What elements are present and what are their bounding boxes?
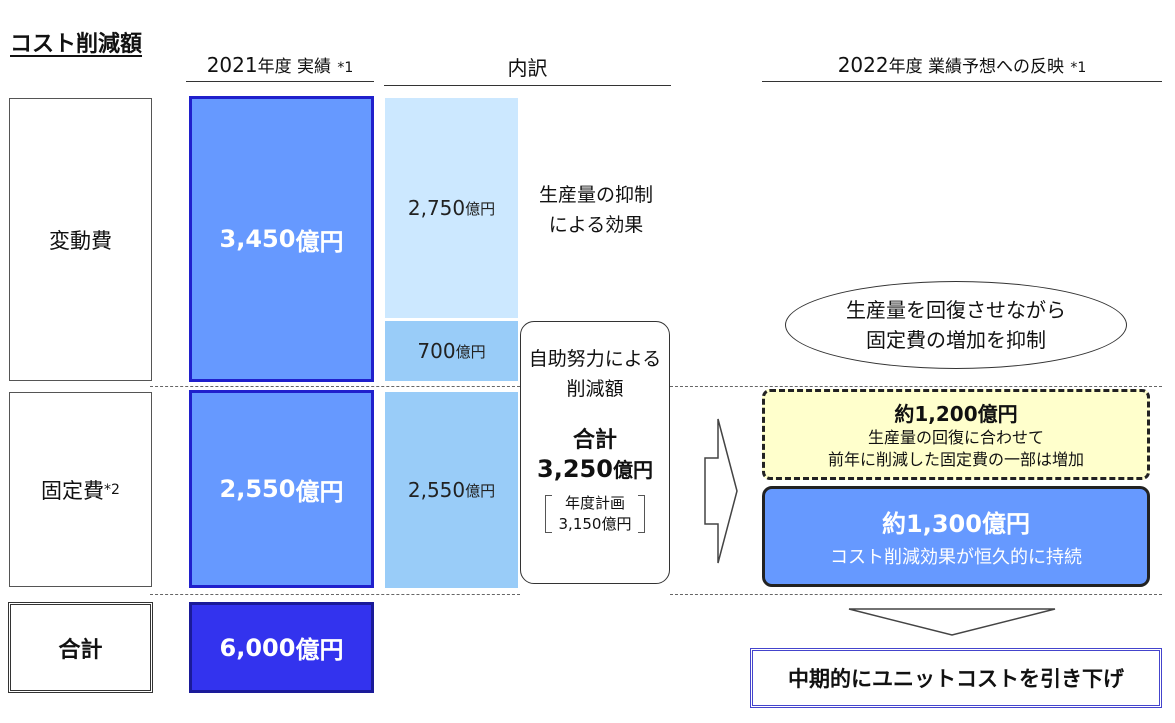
bar-variable-value: 3,450 <box>219 225 296 253</box>
header-actual-note: *1 <box>337 60 354 76</box>
permanent-value: 約1,300億円 <box>882 510 1030 538</box>
annual-plan-value: 3,150億円 <box>558 515 632 533</box>
bar-variable-unit: 億円 <box>295 227 344 256</box>
fixed-cost-increase-box: 約1,200億円 生産量の回復に合わせて 前年に削減した固定費の一部は増加 <box>762 389 1150 480</box>
header-forecast: 2022年度 業績予想への反映 *1 <box>762 52 1162 82</box>
breakdown-fixed-selfhelp-value: 2,550 <box>407 478 466 502</box>
header-actual-label: 年度 実績 <box>257 57 332 77</box>
row-label-variable-text: 変動費 <box>49 228 112 253</box>
permanent-line1: コスト削減効果が恒久的に持続 <box>830 547 1082 568</box>
bar-fixed-value: 2,550 <box>219 475 296 503</box>
breakdown-production-value: 2,750 <box>407 196 466 220</box>
row-label-fixed: 固定費*2 <box>9 392 152 587</box>
row-label-fixed-text: 固定費 <box>41 478 105 503</box>
breakdown-variable-selfhelp-unit: 億円 <box>455 342 486 361</box>
selfhelp-label-line1: 自助努力による <box>528 348 662 370</box>
selfhelp-label-line2: 削減額 <box>566 378 624 400</box>
result-text: 中期的にユニットコストを引き下げ <box>788 667 1124 691</box>
header-actual: 2021年度 実績 *1 <box>186 52 374 82</box>
header-forecast-note: *1 <box>1070 60 1087 76</box>
annual-plan-note: 年度計画 3,150億円 <box>544 493 646 535</box>
selfhelp-total-value: 3,250億円 <box>537 454 653 483</box>
header-forecast-label: 年度 業績予想への反映 <box>888 57 1065 77</box>
bar-total-value: 6,000 <box>219 633 296 662</box>
unit-cost-result-box: 中期的にユニットコストを引き下げ <box>750 648 1162 708</box>
breakdown-variable-selfhelp-value: 700 <box>417 339 456 363</box>
page-title: コスト削減額 <box>10 32 143 57</box>
down-arrow-icon <box>848 608 1056 636</box>
bar-fixed-unit: 億円 <box>295 477 344 506</box>
breakdown-production-unit: 億円 <box>465 199 496 218</box>
annual-plan-label: 年度計画 <box>564 494 625 512</box>
production-effect-line2: による効果 <box>548 214 644 236</box>
right-arrow-icon <box>704 418 738 564</box>
separator-dash-bottom-right <box>670 594 1162 595</box>
breakdown-fixed-selfhelp-unit: 億円 <box>465 481 496 500</box>
increase-line2: 前年に削減した固定費の一部は増加 <box>827 450 1084 469</box>
row-label-total: 合計 <box>8 602 153 693</box>
bar-total-unit: 億円 <box>295 636 344 664</box>
separator-dash-right <box>670 386 1162 387</box>
ellipse-line2: 固定費の増加を抑制 <box>866 328 1046 352</box>
separator-dash-left <box>150 386 520 387</box>
increase-line1: 生産量の回復に合わせて <box>867 428 1044 447</box>
row-label-fixed-note: *2 <box>104 481 120 498</box>
forecast-ellipse: 生産量を回復させながら 固定費の増加を抑制 <box>785 281 1127 369</box>
row-label-variable: 変動費 <box>9 98 152 381</box>
production-effect-line1: 生産量の抑制 <box>538 184 653 206</box>
production-effect-text: 生産量の抑制 による効果 <box>522 180 670 240</box>
header-forecast-year: 2022 <box>837 53 889 77</box>
increase-value: 約1,200億円 <box>894 402 1018 426</box>
header-actual-year: 2021 <box>206 53 258 77</box>
selfhelp-total-number: 3,250 <box>537 455 613 483</box>
selfhelp-label: 自助努力による 削減額 <box>529 344 661 404</box>
separator-dash-bottom-left <box>150 594 520 595</box>
ellipse-line1: 生産量を回復させながら <box>846 298 1066 322</box>
selfhelp-total-unit: 億円 <box>612 458 653 482</box>
selfhelp-reduction-box: 自助努力による 削減額 合計 3,250億円 年度計画 3,150億円 <box>520 321 670 584</box>
selfhelp-total-label: 合計 <box>572 428 617 453</box>
row-label-total-text: 合計 <box>58 637 103 663</box>
header-breakdown: 内訳 <box>384 52 671 86</box>
permanent-reduction-box: 約1,300億円 コスト削減効果が恒久的に持続 <box>762 486 1150 587</box>
